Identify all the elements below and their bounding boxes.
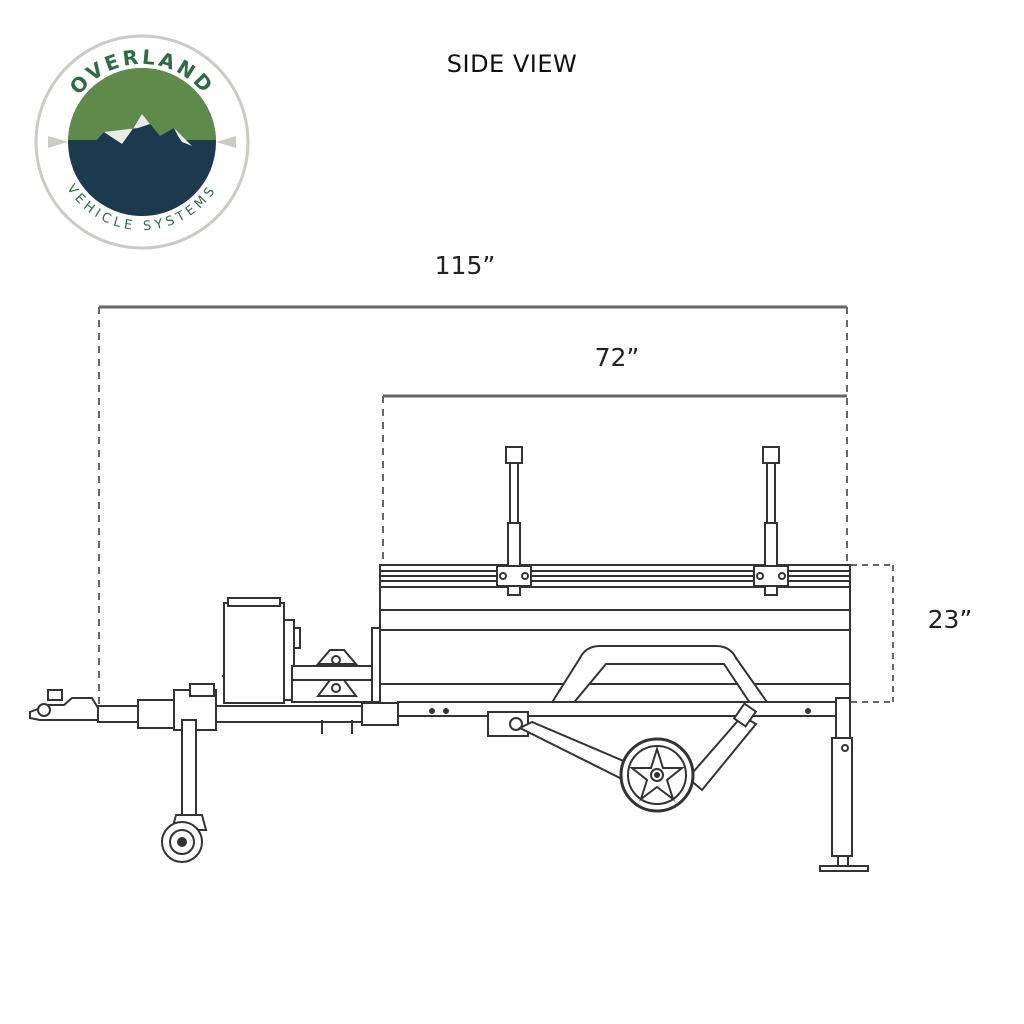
dimension-lines xyxy=(98,305,894,705)
box-height-label: 23” xyxy=(927,605,973,634)
front-rack xyxy=(291,627,381,703)
overland-vehicle-systems-logo: OVERLAND VEHICLE SYSTEMS xyxy=(34,34,250,250)
rear-jack xyxy=(819,697,869,872)
trailer xyxy=(29,446,869,872)
road-wheel xyxy=(619,737,695,813)
overall-length-label: 115” xyxy=(434,251,496,280)
frame-rail xyxy=(397,701,839,717)
front-storage-box xyxy=(223,597,301,704)
jack-wheel xyxy=(161,719,208,863)
page-title: SIDE VIEW xyxy=(446,50,578,78)
coupler xyxy=(29,689,99,721)
rack-post-front xyxy=(496,446,532,596)
box-length-label: 72” xyxy=(594,343,640,372)
rack-post-rear xyxy=(753,446,789,596)
